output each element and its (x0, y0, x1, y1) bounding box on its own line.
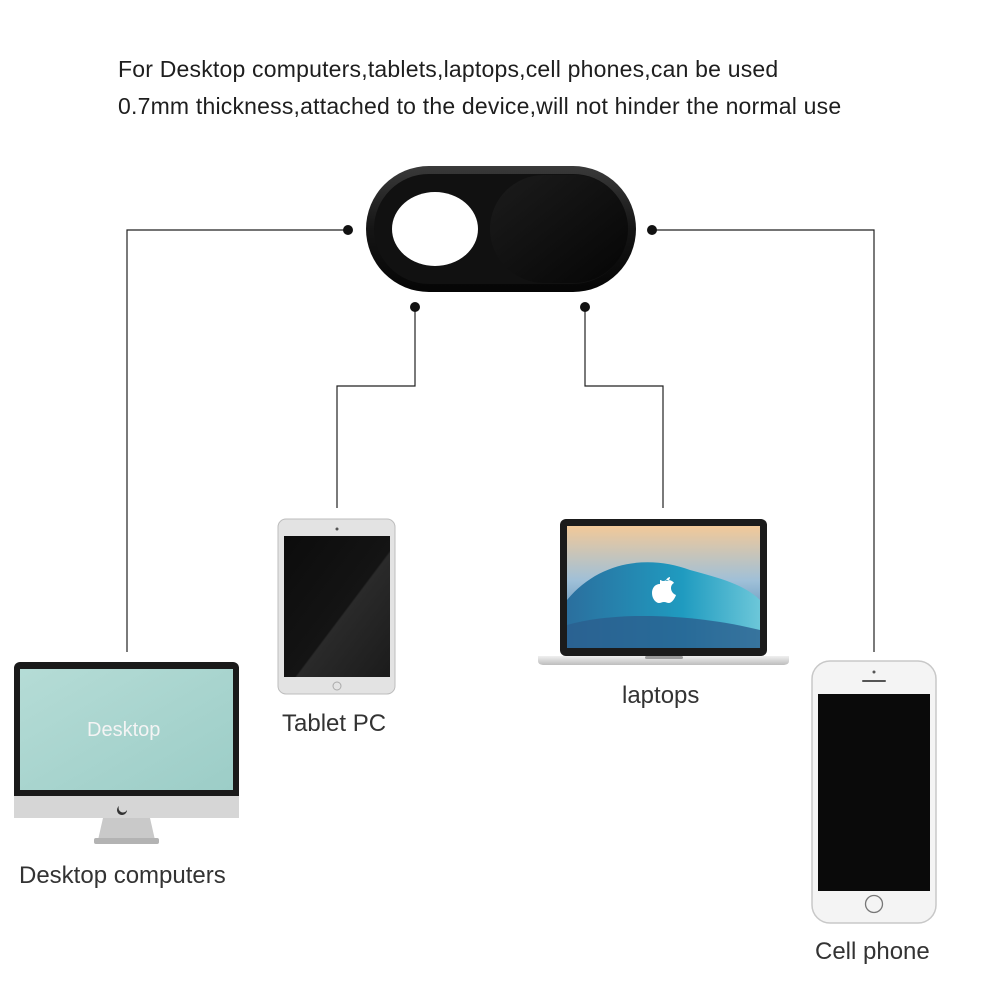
label-cell-phone: Cell phone (815, 938, 930, 965)
connector-dot-desktop (343, 225, 353, 235)
connector-desktop (126, 229, 348, 652)
tablet-icon (277, 518, 396, 695)
connector-dot-tablet (410, 302, 420, 312)
label-tablet-pc: Tablet PC (282, 710, 387, 737)
connector-dot-phone (647, 225, 657, 235)
webcam-cover-lens-opening (392, 192, 478, 266)
connector-laptop (584, 307, 664, 508)
label-desktop-computers: Desktop computers (19, 862, 226, 889)
moon-icon (117, 806, 127, 815)
connector-tablet (336, 307, 416, 508)
headline-line-2: 0.7mm thickness,attached to the device,w… (118, 93, 842, 119)
connector-dot-laptop (580, 302, 590, 312)
desktop-screen-text: Desktop (87, 719, 161, 741)
apple-logo-icon (652, 577, 676, 603)
laptop-icon (538, 519, 789, 665)
connector-phone (652, 229, 875, 652)
connector-lines (126, 229, 875, 652)
phone-icon (811, 660, 937, 924)
desktop-monitor-icon (14, 662, 239, 844)
label-laptops: laptops (622, 682, 700, 709)
webcam-cover (366, 166, 636, 292)
headline-line-1: For Desktop computers,tablets,laptops,ce… (118, 56, 779, 82)
webcam-cover-slider (490, 175, 628, 283)
